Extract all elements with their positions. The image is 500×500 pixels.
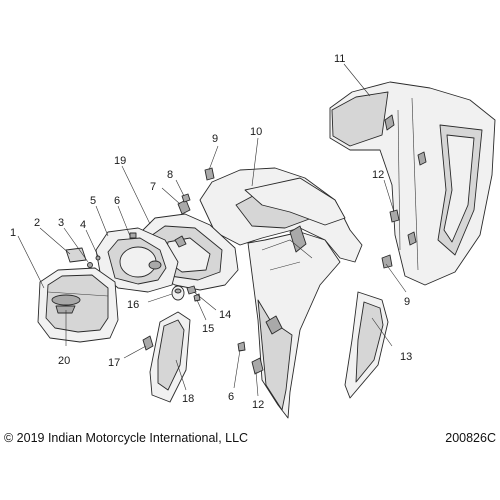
callout-15: 15 — [202, 323, 214, 335]
callout-labels: 1 2 3 4 5 6 7 8 9 10 11 12 13 14 15 16 1… — [10, 53, 412, 411]
lower-cover-part-18 — [149, 311, 191, 403]
callout-9-lower: 9 — [404, 296, 410, 308]
lid-panel-part-1 — [37, 267, 119, 343]
callout-5: 5 — [90, 195, 96, 207]
callout-6-lower: 6 — [228, 391, 234, 403]
callout-17: 17 — [108, 357, 120, 369]
callout-12: 12 — [372, 169, 384, 181]
inner-fairing-part-10 — [199, 167, 363, 419]
hardware-part-14 — [186, 285, 197, 295]
callout-3: 3 — [58, 217, 64, 229]
callout-2: 2 — [34, 217, 40, 229]
callout-9: 9 — [212, 133, 218, 145]
callout-4: 4 — [80, 219, 86, 231]
clip-part-17 — [142, 335, 154, 351]
callout-7: 7 — [150, 181, 156, 193]
fastener-part-12-lower — [251, 357, 264, 375]
fastener-part-9-upper — [204, 167, 215, 181]
callout-16: 16 — [127, 299, 139, 311]
fastener-part-4 — [95, 255, 101, 261]
fastener-part-9-lower — [381, 254, 393, 269]
drawing-number: 200826C — [445, 431, 496, 445]
side-panel-part-13 — [344, 291, 389, 399]
callout-11: 11 — [334, 53, 345, 65]
hardware-part-15 — [193, 293, 201, 302]
fastener-part-3 — [87, 262, 93, 268]
copyright-notice: © 2019 Indian Motorcycle International, … — [4, 431, 249, 445]
leader-lines — [17, 63, 407, 397]
fairing-upper-shell-part-11 — [329, 81, 496, 286]
callout-20: 20 — [58, 355, 70, 367]
hardware-part-16 — [171, 285, 185, 301]
callout-13: 13 — [400, 351, 412, 363]
screw-part-6-lower — [237, 341, 246, 352]
plate-part-2 — [65, 247, 87, 263]
callout-8: 8 — [167, 169, 173, 181]
fastener-part-12-upper — [389, 209, 400, 223]
callout-1: 1 — [10, 227, 16, 239]
screw-part-8 — [181, 193, 191, 203]
callout-14: 14 — [219, 309, 231, 321]
callout-10: 10 — [250, 126, 262, 138]
callout-19: 19 — [114, 155, 126, 167]
callout-12-lower: 12 — [252, 399, 264, 411]
callout-18: 18 — [182, 393, 194, 405]
gauge-bezel-part-5-6 — [95, 227, 179, 293]
callout-6: 6 — [114, 195, 120, 207]
